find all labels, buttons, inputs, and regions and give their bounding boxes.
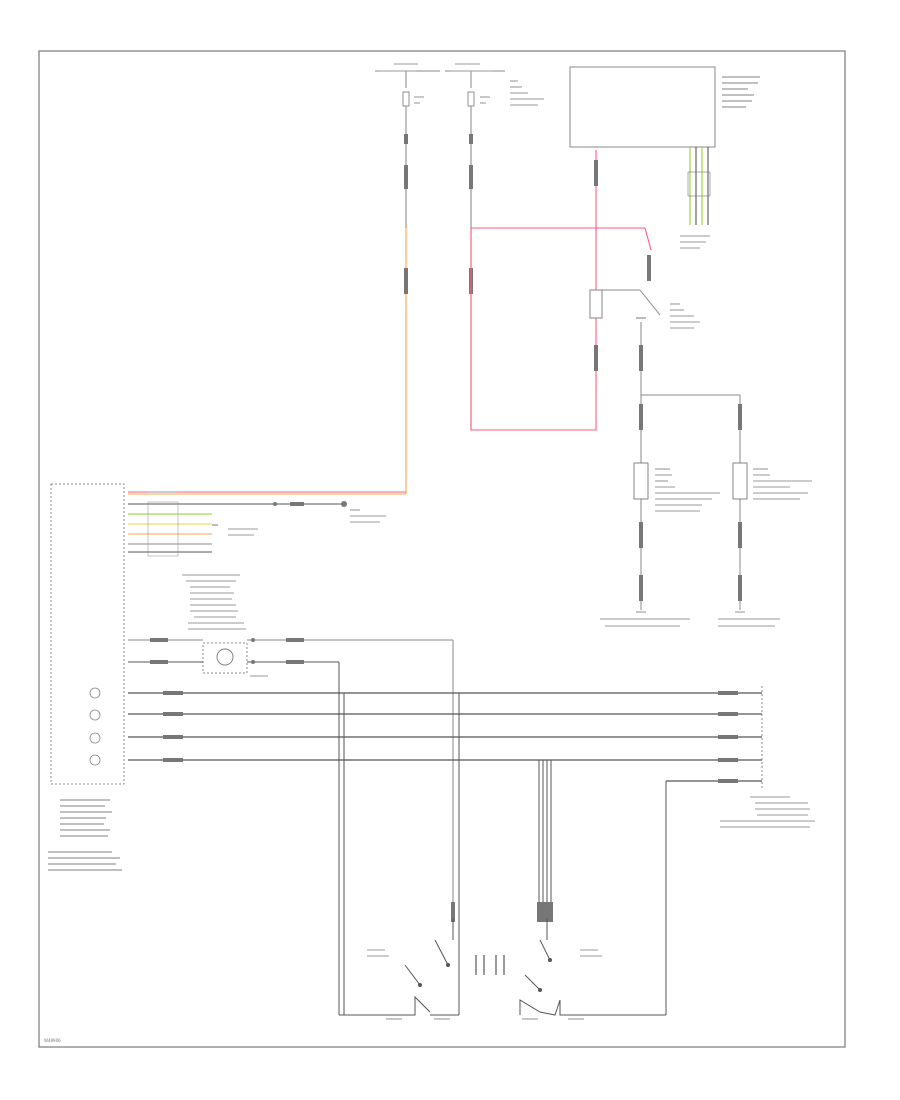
connector-icon xyxy=(251,638,255,642)
diagram-frame xyxy=(38,50,846,1048)
middle-sensor-module xyxy=(202,642,248,674)
fuse-icon xyxy=(402,91,410,107)
sensor-label-lines xyxy=(600,468,812,627)
middle-sensor-icon xyxy=(216,648,234,666)
module-output-wires xyxy=(687,147,711,225)
connector-icon xyxy=(718,712,738,716)
connector-icon xyxy=(286,660,304,664)
fuse-feed-right xyxy=(445,70,505,130)
connector-icon xyxy=(451,902,455,922)
bottom-label-lines xyxy=(367,949,602,1020)
switch-icon xyxy=(89,687,101,699)
connector-icon xyxy=(738,575,742,601)
connector-icon xyxy=(594,160,598,186)
switch-icon xyxy=(446,963,450,967)
connector-icon xyxy=(738,522,742,548)
connector-icon xyxy=(251,660,255,664)
control-module-label-lines xyxy=(48,799,122,871)
switch-icon xyxy=(538,988,542,992)
right-controller-label-lines xyxy=(720,796,815,828)
connector-icon xyxy=(537,902,553,922)
connector-icon xyxy=(718,691,738,695)
connector-icon xyxy=(163,712,183,716)
top-right-module xyxy=(569,66,716,148)
switch-icon xyxy=(418,983,422,987)
connector-icon xyxy=(738,404,742,430)
bottom-switch-left xyxy=(339,918,459,1016)
sensor-link-wires xyxy=(128,638,454,1015)
connector-icon xyxy=(341,501,347,507)
sensor-branch xyxy=(633,394,748,610)
connector-icon xyxy=(639,404,643,430)
connector-icon xyxy=(718,779,738,783)
switch-link-bars xyxy=(475,955,505,975)
connector-icon xyxy=(718,758,738,762)
connector-icon xyxy=(290,502,304,506)
connector-icon xyxy=(150,638,168,642)
harness-label-lines xyxy=(148,491,386,536)
connector-icon xyxy=(469,134,473,144)
control-module-icons xyxy=(89,687,101,766)
middle-sensor-label-lines xyxy=(182,574,246,630)
connector-icon xyxy=(404,134,408,144)
fuse-feed-left xyxy=(375,70,440,130)
connector-icon xyxy=(639,345,643,371)
connector-markers-vertical xyxy=(404,134,473,294)
switch-icon xyxy=(548,958,552,962)
connector-icon xyxy=(718,735,738,739)
connector-icon xyxy=(639,522,643,548)
relay-icon xyxy=(589,289,603,319)
fuse-icon xyxy=(633,462,649,500)
connector-icon xyxy=(163,691,183,695)
fuse-icon xyxy=(467,91,475,107)
connector-icon xyxy=(469,165,473,189)
connector-icon xyxy=(639,575,643,601)
switch-icon xyxy=(89,732,101,744)
connector-icon xyxy=(404,165,408,189)
top-label-lines xyxy=(380,63,710,329)
connector-icon xyxy=(647,255,651,281)
wire-left-vertical xyxy=(128,130,407,495)
switch-icon xyxy=(89,754,101,766)
connector-icon xyxy=(404,268,408,294)
relay-block xyxy=(589,255,661,395)
bus-lines xyxy=(128,686,763,790)
bottom-switch-right xyxy=(519,918,666,1016)
connector-icon xyxy=(147,501,179,557)
control-module-left xyxy=(50,483,125,785)
figure-id: W48906 xyxy=(44,1038,61,1043)
connector-icon xyxy=(594,345,598,371)
connector-icon xyxy=(286,638,304,642)
fuse-icon xyxy=(732,462,748,500)
connector-icon xyxy=(150,660,168,664)
connector-icon xyxy=(163,758,183,762)
connector-icon xyxy=(687,171,711,197)
switch-icon xyxy=(89,709,101,721)
connector-icon xyxy=(163,735,183,739)
top-right-module-label-lines xyxy=(722,76,760,108)
connector-icon xyxy=(273,502,277,506)
switch-drop-wires xyxy=(343,693,667,1015)
control-module-harness xyxy=(128,501,347,557)
